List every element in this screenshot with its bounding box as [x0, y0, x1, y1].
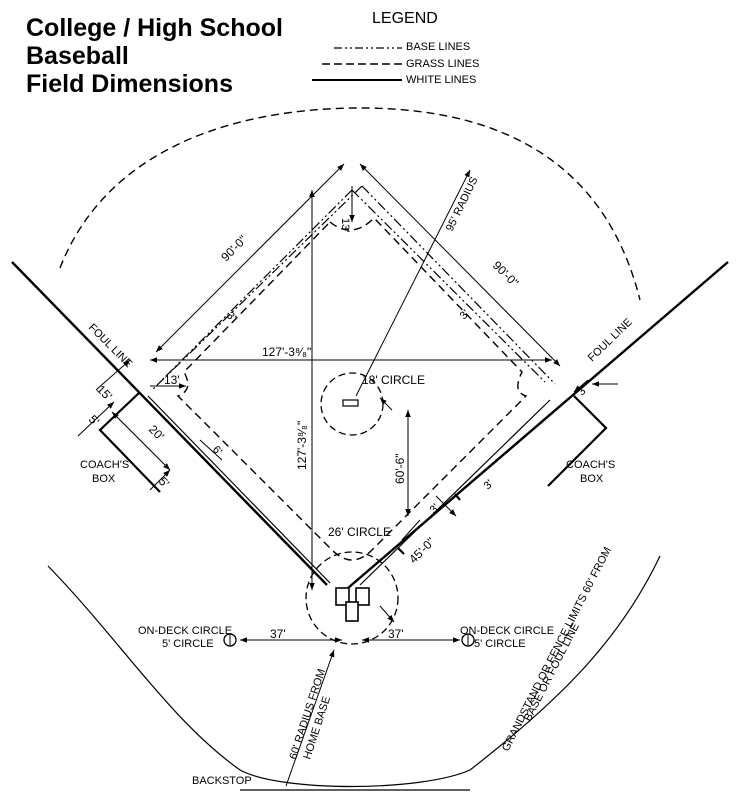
running-lane	[397, 493, 461, 555]
dim-3-lane-inner-label: 3'	[428, 502, 442, 516]
home-circle-label: 26' CIRCLE	[328, 525, 391, 539]
diagonal-height-label: 127'-3⁸⁄₈"	[295, 421, 309, 470]
dim-3-coach-right-label: 3'	[576, 384, 590, 398]
batters-boxes	[335, 587, 370, 622]
on-deck-left-label-2: 5' CIRCLE	[162, 638, 214, 650]
mound-circle-label: 18' CIRCLE	[362, 373, 425, 387]
page-title: College / High School Baseball Field Dim…	[26, 14, 283, 98]
legend-white-lines-label: WHITE LINES	[406, 74, 477, 86]
dim-13-left-label: 13'	[164, 373, 180, 387]
foul-line-right-label: FOUL LINE	[586, 316, 635, 364]
dist-37-right-label: 37'	[388, 627, 404, 641]
radius-95-label: 95' RADIUS	[444, 175, 481, 233]
dim-15-label: 15'	[94, 382, 115, 403]
dim-20-label: 20'	[146, 422, 167, 443]
dim-45-label: 45'-0"	[406, 535, 438, 567]
legend-base-lines-label: BASE LINES	[406, 41, 471, 53]
dim-5-bottom-label: 5'	[156, 474, 172, 490]
legend-grass-lines-label: GRASS LINES	[406, 58, 480, 70]
on-deck-left-label-1: ON-DECK CIRCLE	[138, 625, 232, 637]
backstop-label: BACKSTOP	[192, 775, 252, 787]
title-line-3: Field Dimensions	[26, 70, 233, 98]
coaches-box-left-label-1: COACH'S	[80, 459, 129, 471]
infield-grass-line	[176, 217, 528, 561]
baseline-right-label: 90'-0"	[490, 258, 522, 290]
foul-lines	[11, 261, 729, 589]
baseline-left-label: 90'-0"	[218, 233, 250, 265]
legend-heading: LEGEND	[372, 10, 438, 27]
dim-13-top-label: 13'	[339, 218, 351, 232]
on-deck-right-label-2: 5' CIRCLE	[474, 638, 526, 650]
coaches-box-right	[547, 395, 608, 487]
dist-37-left-label: 37'	[270, 627, 286, 641]
on-deck-right-label-1: ON-DECK CIRCLE	[460, 625, 554, 637]
coaches-box-right-label-1: COACH'S	[566, 459, 615, 471]
coaches-box-right-label-2: BOX	[580, 473, 604, 485]
home-plate-circle	[305, 551, 399, 645]
dim-3-right-label: 3'	[458, 308, 472, 322]
dim-3-left-label: 3'	[224, 310, 238, 324]
diagonal-width-label: 127'-3⁸⁄₈"	[262, 345, 311, 359]
dimension-lines	[77, 163, 618, 787]
pitchers-rubber	[342, 399, 359, 407]
coaches-box-left	[98, 391, 161, 493]
legend-samples	[312, 47, 402, 81]
pitch-distance-label: 60'-6"	[393, 453, 407, 484]
title-line-2: Baseball	[26, 42, 129, 70]
coaches-box-left-label-2: BOX	[92, 473, 116, 485]
title-line-1: College / High School	[26, 14, 283, 42]
dim-6-label: 6'	[210, 444, 224, 458]
on-deck-circle-right	[461, 633, 475, 647]
on-deck-circle-left	[223, 633, 237, 647]
base-lines	[151, 185, 556, 391]
outfield-grass-arc	[59, 107, 641, 301]
dim-3-lane-label: 3'	[482, 478, 496, 492]
backstop-arc	[47, 555, 661, 788]
